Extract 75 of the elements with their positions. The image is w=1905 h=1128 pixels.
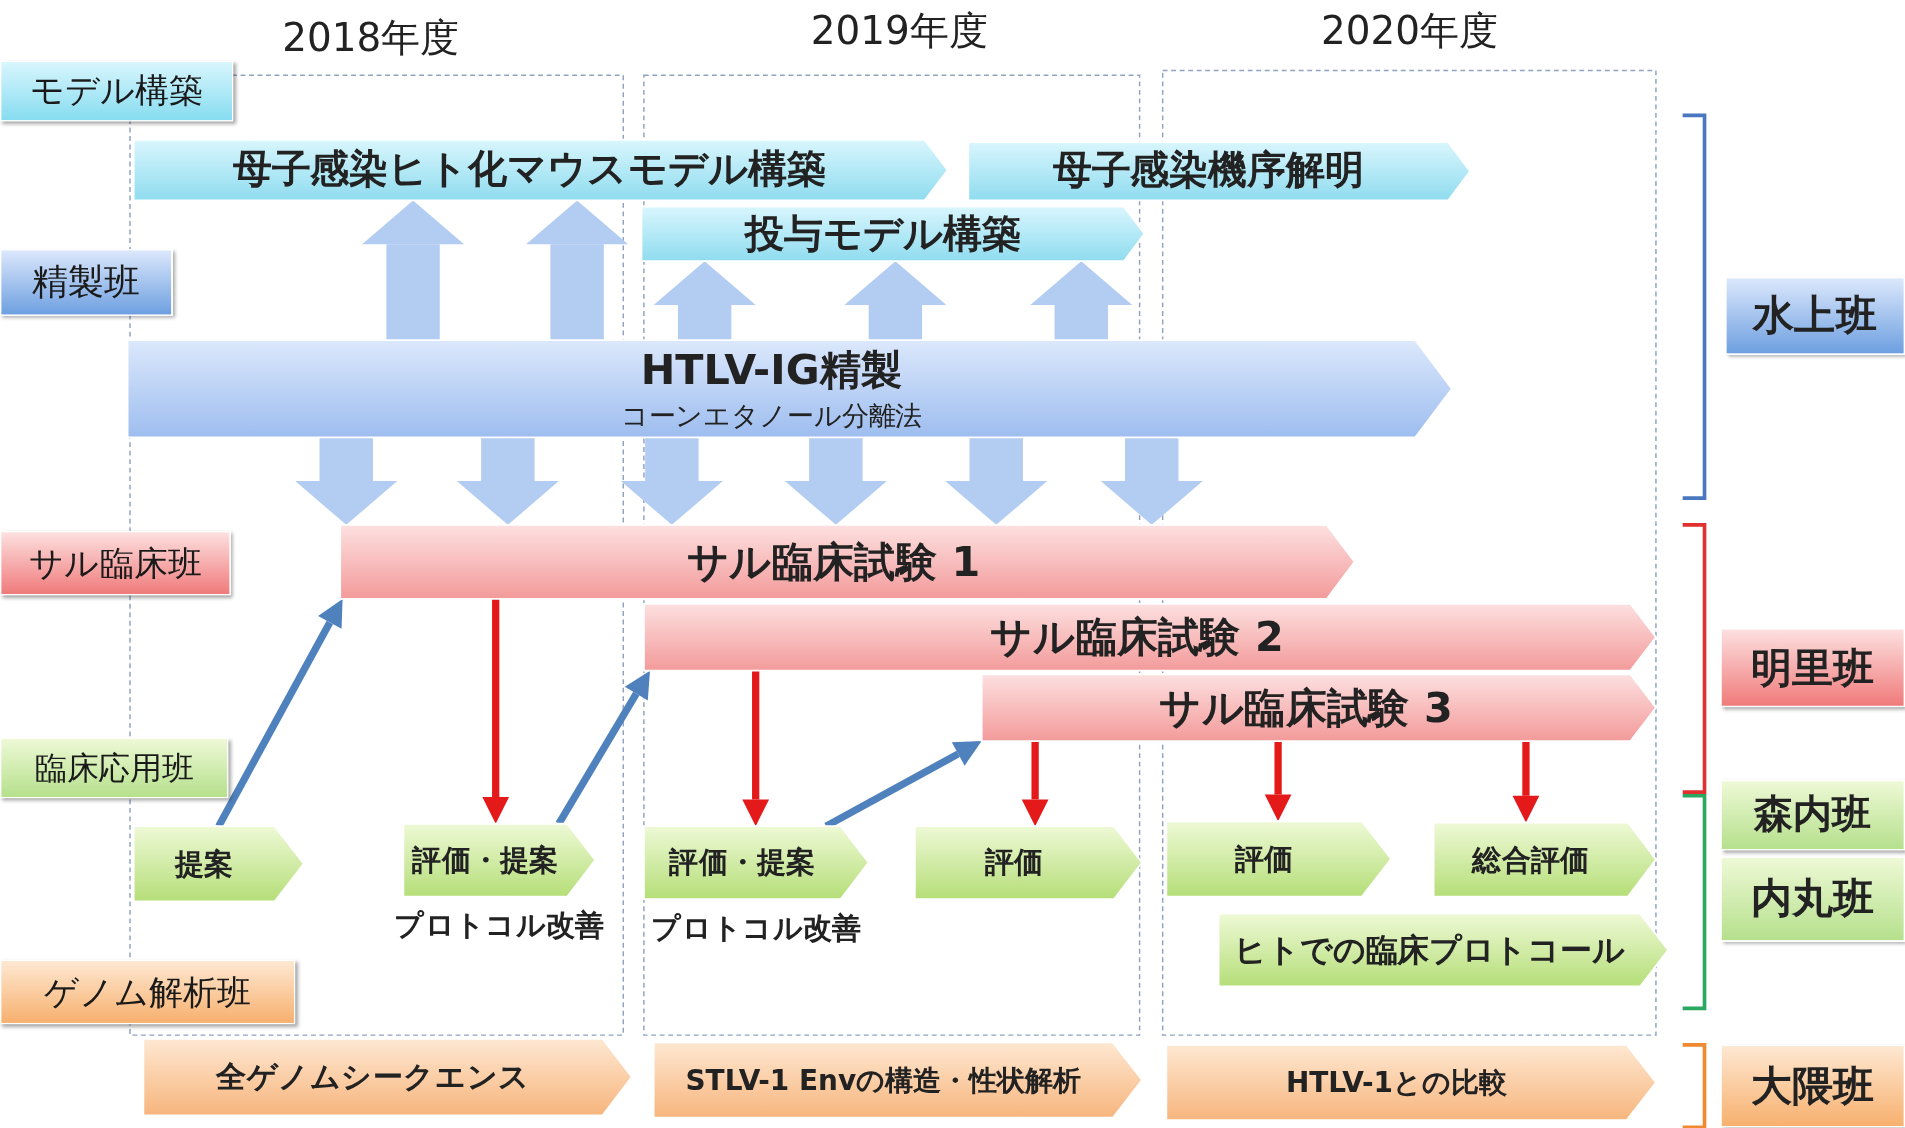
block-arrow	[653, 261, 756, 341]
chevron-bar	[133, 826, 304, 902]
team-tag	[0, 959, 296, 1025]
chevron-bar	[643, 603, 1656, 671]
chevron-bar	[340, 524, 1355, 599]
year-label: 2019年度	[809, 6, 989, 56]
team-badge	[1725, 277, 1905, 355]
sub-label: コーンエタノール分離法	[620, 399, 923, 434]
chevron-bar	[133, 139, 948, 201]
arrow	[1021, 741, 1049, 827]
block-arrow	[362, 200, 465, 341]
bar-label: 評価・提案	[669, 844, 816, 882]
block-arrow	[456, 437, 559, 525]
bar-label: サル臨床試験 1	[686, 535, 981, 587]
chevron-bar	[143, 1038, 632, 1116]
chevron-bar	[914, 826, 1142, 900]
bar-label: 母子感染ヒト化マウスモデル構築	[232, 144, 826, 194]
bar-label: 総合評価	[1472, 841, 1590, 879]
block-arrow	[784, 437, 887, 525]
bar-label: 大隈班	[1750, 1059, 1875, 1112]
bar-label: サル臨床班	[29, 541, 202, 585]
team-tag	[0, 249, 173, 316]
block-arrow	[844, 261, 947, 341]
bar-label: ヒトでの臨床プロトコール	[1234, 930, 1625, 970]
caption-text: プロトコル改善	[393, 907, 606, 945]
bar-label: 提案	[174, 845, 234, 883]
chevron-bar	[653, 1042, 1142, 1118]
bar-label: HTLV-1との比較	[1285, 1065, 1508, 1100]
arrow	[215, 598, 343, 828]
bar-label: サル臨床試験 3	[1159, 681, 1453, 733]
block-arrow	[620, 437, 723, 525]
bar-label: HTLV-IG精製	[640, 344, 903, 396]
year-label: 2020年度	[1319, 6, 1499, 56]
bar-label: 森内班	[1754, 789, 1871, 840]
bar-label: モデル構築	[29, 69, 204, 113]
chevron-bar	[968, 142, 1471, 201]
team-tag	[0, 60, 234, 122]
block-arrow	[295, 437, 398, 525]
bar-label: 投与モデル構築	[744, 208, 1021, 258]
arrow	[482, 598, 510, 824]
chevron-bar	[1218, 913, 1669, 987]
chevron-bar	[127, 340, 1452, 438]
block-arrow	[945, 437, 1048, 525]
arrow	[1512, 741, 1540, 823]
team-badge	[1720, 628, 1905, 708]
team-badge	[1720, 856, 1905, 942]
chevron-bar	[1433, 822, 1656, 897]
chevron-bar	[1166, 821, 1392, 897]
bar-label: 評価	[985, 844, 1044, 882]
arrow	[742, 670, 770, 827]
bar-label: 内丸班	[1750, 872, 1875, 925]
year-label: 2018年度	[281, 13, 460, 63]
bar-label: 精製班	[31, 259, 141, 305]
block-arrow	[1100, 437, 1203, 525]
bar-label: 母子感染機序解明	[1052, 146, 1364, 196]
bar-label: STLV-1 Envの構造・性状解析	[685, 1062, 1081, 1098]
bar-label: サル臨床試験 2	[990, 610, 1284, 663]
bar-label: 臨床応用班	[35, 748, 194, 788]
arrow	[1264, 741, 1292, 822]
bar-label: 明里班	[1750, 641, 1875, 693]
chevron-bar	[981, 674, 1656, 742]
team-tag	[0, 737, 229, 799]
bar-label: 評価・提案	[412, 842, 559, 880]
team-badge	[1720, 1044, 1905, 1128]
chevron-bar	[1166, 1044, 1656, 1121]
caption-text: プロトコル改善	[650, 910, 863, 948]
chevron-bar	[641, 206, 1145, 262]
team-badge	[1720, 780, 1905, 851]
team-tag	[0, 530, 231, 596]
block-arrow	[1030, 261, 1133, 341]
block-arrow	[526, 200, 629, 341]
bar-label: 全ゲノムシークエンス	[216, 1058, 530, 1097]
bar-label: ゲノム解析班	[43, 970, 252, 1014]
bar-label: 評価	[1234, 840, 1294, 878]
bar-label: 水上班	[1753, 289, 1878, 341]
